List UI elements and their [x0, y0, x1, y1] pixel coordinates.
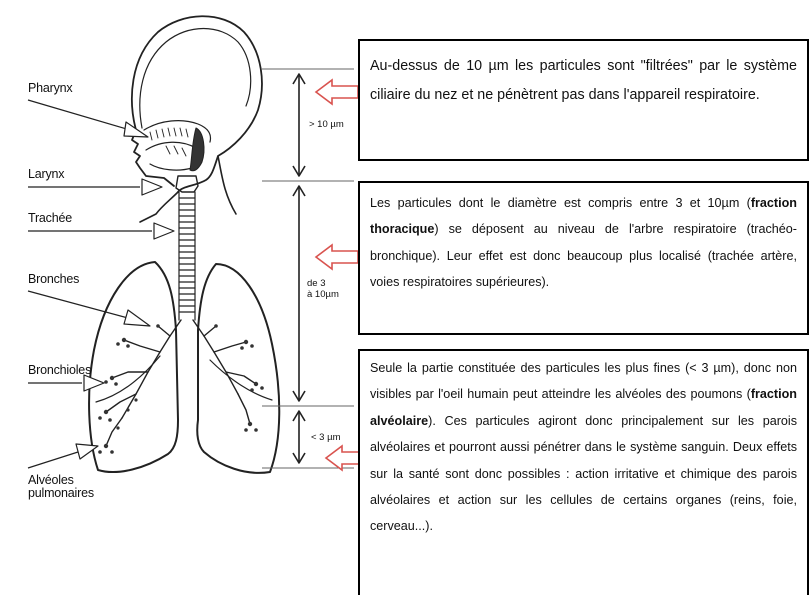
neck-outline	[140, 192, 178, 222]
red-arrow-icon-1	[316, 80, 358, 104]
text-box-3-to-10: Les particules dont le diamètre est comp…	[358, 181, 809, 335]
bronches-pointer	[28, 291, 150, 326]
pharynx-pointer	[28, 100, 148, 137]
text-box-over-10: Au-dessus de 10 µm les particules sont "…	[358, 39, 809, 161]
left-lung-outline	[89, 262, 178, 472]
bronchioles-pointer	[28, 375, 104, 391]
pharynx-shape	[190, 128, 204, 171]
red-arrow-icon-2	[316, 245, 358, 269]
bronchial-tree	[106, 320, 256, 446]
label-bronchioles: Bronchioles	[28, 364, 91, 377]
alveoles-pointer	[28, 444, 98, 468]
text-box-over-10-text: Au-dessus de 10 µm les particules sont "…	[370, 52, 797, 110]
face-profile	[132, 130, 174, 186]
range-label-3-to-10: de 3 à 10µm	[307, 278, 339, 300]
range-arrow-3-to-10	[293, 186, 305, 401]
label-bronches: Bronches	[28, 273, 79, 286]
larynx-pointer	[28, 179, 162, 195]
label-alveoles: Alvéoles pulmonaires	[28, 474, 94, 500]
left-lung-fissure	[96, 356, 160, 402]
label-trachee: Trachée	[28, 212, 72, 225]
range-label-under-3: < 3 µm	[311, 432, 341, 443]
text-box-under-3-text: Seule la partie constituée des particule…	[370, 355, 797, 540]
range-label-3-to-10-line1: de 3	[307, 278, 339, 289]
range-label-3-to-10-line2: à 10µm	[307, 289, 339, 300]
neck-back	[218, 156, 236, 214]
right-lung-fissure	[210, 360, 272, 400]
range-label-over-10: > 10 µm	[309, 119, 344, 130]
text-box-3-to-10-text: Les particules dont le diamètre est comp…	[370, 190, 797, 296]
label-larynx: Larynx	[28, 168, 64, 181]
head-inner-outline	[140, 29, 251, 129]
range-arrow-under-3	[293, 411, 305, 463]
text-box-under-3: Seule la partie constituée des particule…	[358, 349, 809, 595]
trachea	[179, 192, 195, 320]
label-pharynx: Pharynx	[28, 82, 72, 95]
label-alveoles-line2: pulmonaires	[28, 487, 94, 500]
range-arrow-over-10	[293, 74, 305, 176]
right-lung-outline	[197, 264, 279, 473]
trachee-pointer	[28, 223, 174, 239]
